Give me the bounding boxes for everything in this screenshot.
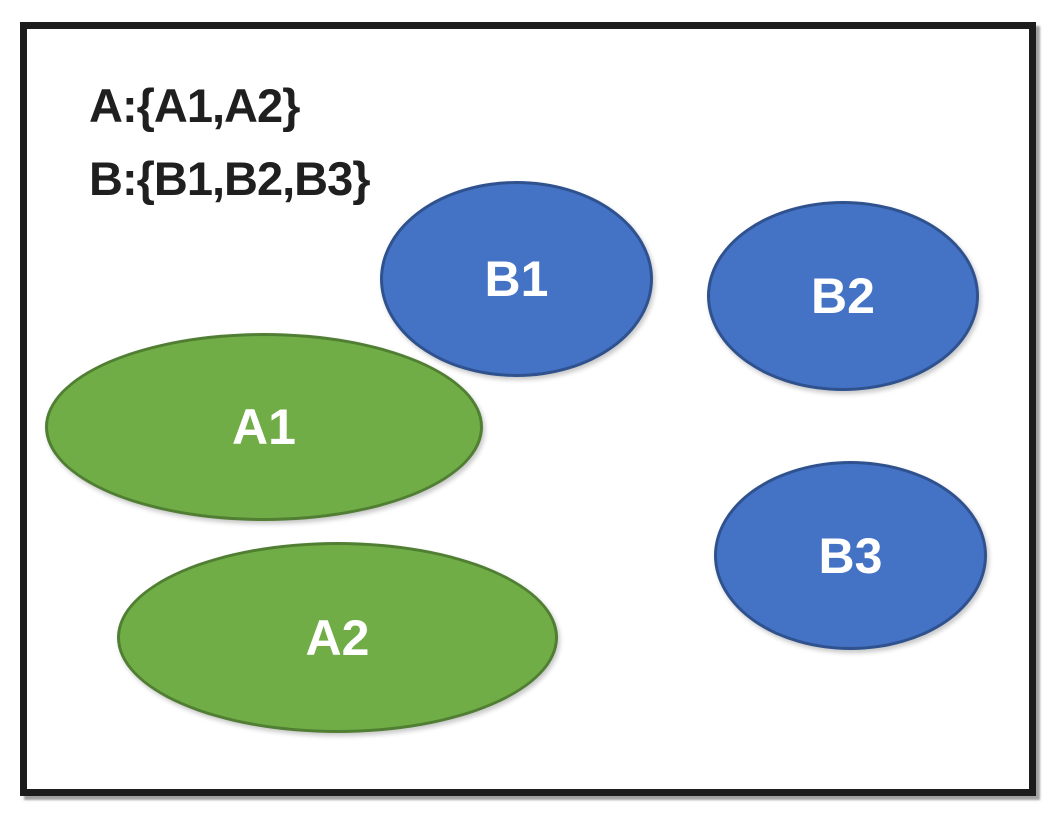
ellipse-a1: A1 — [45, 333, 483, 521]
set-a-definition: A:{A1,A2} — [89, 79, 300, 132]
ellipse-b1-label: B1 — [484, 251, 549, 307]
set-definitions: A:{A1,A2} B:{B1,B2,B3} — [89, 69, 371, 215]
ellipse-b2-label: B2 — [811, 268, 875, 324]
ellipse-a1-label: A1 — [232, 399, 296, 455]
ellipse-b3-label: B3 — [818, 527, 883, 584]
ellipse-b2: B2 — [707, 201, 979, 391]
ellipse-b1: B1 — [380, 181, 653, 377]
ellipse-a2-label: A2 — [305, 609, 370, 666]
ellipse-a2: A2 — [117, 542, 558, 733]
set-b-definition: B:{B1,B2,B3} — [89, 152, 371, 205]
ellipse-b3: B3 — [714, 461, 987, 650]
